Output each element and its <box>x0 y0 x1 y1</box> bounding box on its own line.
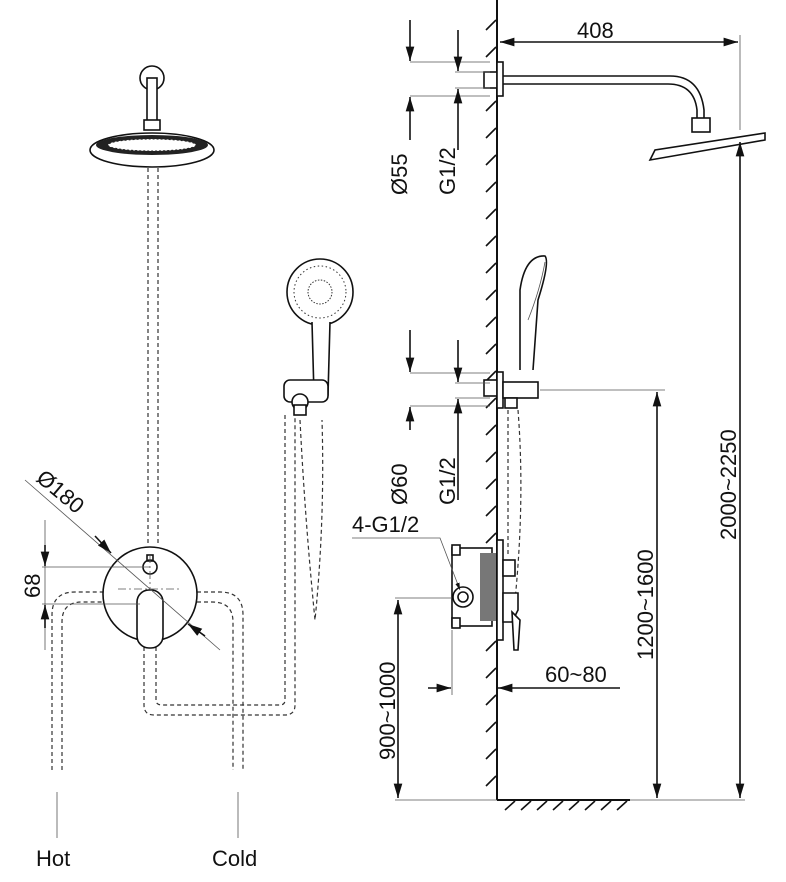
top-flange-dimension: Ø55 G1/2 <box>387 20 490 195</box>
valve-connections-callout: 4-G1/2 <box>352 512 461 591</box>
mixer-handle <box>136 589 164 649</box>
hatch-mark <box>485 154 497 166</box>
front-view: Ø180 68 Hot Cold <box>20 65 354 871</box>
valve-body <box>451 539 521 651</box>
mixer-plate <box>102 546 198 649</box>
hatch-mark <box>485 532 497 544</box>
ceiling-arm <box>139 65 165 131</box>
shower-arm-side <box>483 61 766 162</box>
hose <box>143 415 324 716</box>
hatch-mark <box>485 343 497 355</box>
head-height-dimension: 2000~2250 <box>716 142 745 798</box>
head-height-label: 2000~2250 <box>716 429 741 540</box>
valve-depth-label: 60~80 <box>545 662 607 687</box>
hatch-mark <box>485 235 497 247</box>
hatch-mark <box>552 800 564 811</box>
spacing-dimension: 68 <box>20 520 150 650</box>
hatch-mark <box>485 640 497 652</box>
hatch-mark <box>485 181 497 193</box>
hand-shower <box>283 258 354 416</box>
hatch-mark <box>568 800 580 811</box>
valve-connections-label: 4-G1/2 <box>352 512 419 537</box>
holder-height-label: 1200~1600 <box>633 549 658 660</box>
hatch-mark <box>485 397 497 409</box>
riser-pipe <box>147 168 159 545</box>
side-view: 408 Ø55 G1/2 Ø60 G1/2 <box>352 0 766 811</box>
hatch-mark <box>485 775 497 787</box>
holder-height-dimension: 1200~1600 <box>540 389 745 801</box>
hot-label: Hot <box>36 846 70 871</box>
floor-hatching <box>504 800 628 811</box>
top-flange-diameter-label: Ø55 <box>387 153 412 195</box>
hatch-mark <box>485 424 497 436</box>
hatch-mark <box>485 748 497 760</box>
holder-flange-dimension: Ø60 G1/2 <box>387 330 490 505</box>
arm-length-label: 408 <box>577 18 614 43</box>
spacing-label: 68 <box>20 574 45 598</box>
cold-label: Cold <box>212 846 257 871</box>
hatch-mark <box>485 19 497 31</box>
hatch-mark <box>485 208 497 220</box>
hatch-mark <box>536 800 548 811</box>
hatch-mark <box>485 505 497 517</box>
hatch-mark <box>485 451 497 463</box>
hatch-mark <box>584 800 596 811</box>
holder-flange-diameter-label: Ø60 <box>387 463 412 505</box>
valve-depth-dimension: 60~80 <box>428 630 620 695</box>
hatch-mark <box>600 800 612 811</box>
hatch-mark <box>485 46 497 58</box>
hatch-mark <box>485 100 497 112</box>
arm-length-dimension: 408 <box>500 18 741 130</box>
hatch-mark <box>485 721 497 733</box>
holder-thread-label: G1/2 <box>435 457 460 505</box>
hatch-mark <box>485 316 497 328</box>
rain-shower-head <box>89 132 215 168</box>
valve-height-label: 900~1000 <box>375 662 400 761</box>
top-thread-label: G1/2 <box>435 147 460 195</box>
wall-hatching <box>485 19 497 787</box>
hatch-mark <box>485 127 497 139</box>
hatch-mark <box>616 800 628 811</box>
hatch-mark <box>485 289 497 301</box>
hand-shower-side <box>483 255 548 601</box>
hatch-mark <box>520 800 532 811</box>
hatch-mark <box>485 694 497 706</box>
hatch-mark <box>485 478 497 490</box>
shower-head-side <box>648 132 766 162</box>
valve-height-dimension: 900~1000 <box>375 597 497 801</box>
hatch-mark <box>485 667 497 679</box>
supply-pipes <box>51 591 244 770</box>
hatch-mark <box>504 800 516 811</box>
hatch-mark <box>485 262 497 274</box>
